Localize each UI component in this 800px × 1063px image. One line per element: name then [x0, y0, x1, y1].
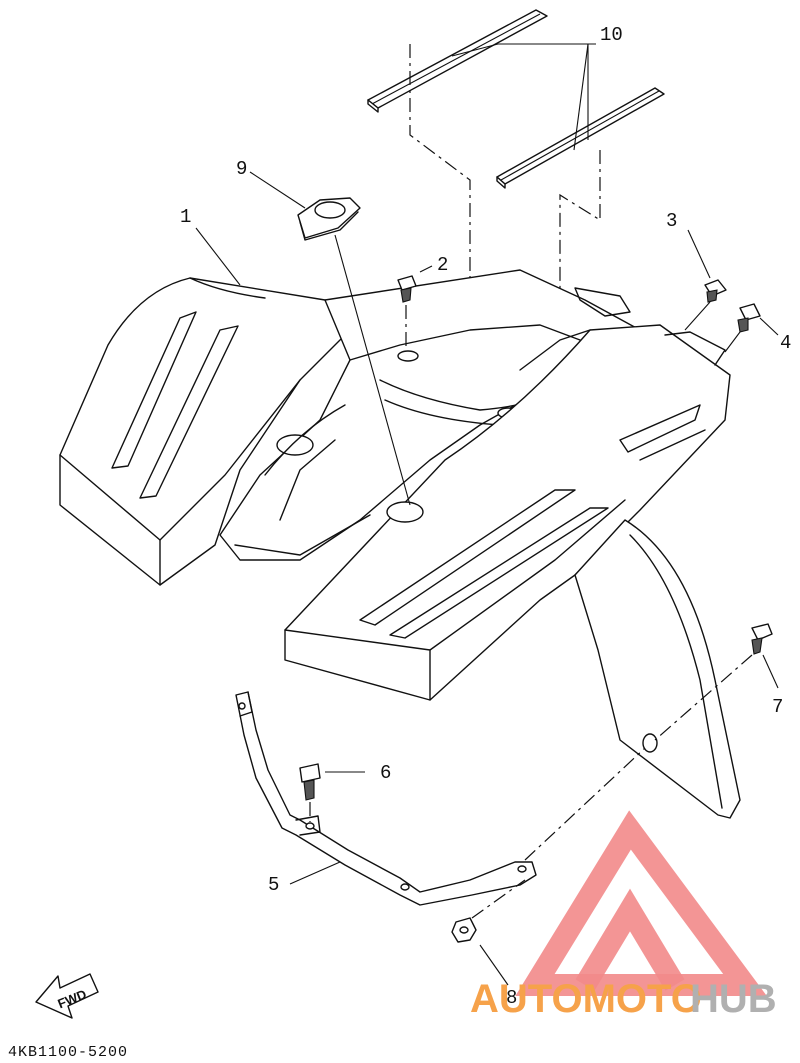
callout-4: 4 — [780, 332, 791, 354]
watermark-text-b: HUB — [690, 977, 777, 1021]
callout-2: 2 — [437, 254, 448, 276]
part-2-screw — [397, 265, 433, 350]
diagram-code: 4KB1100-5200 — [8, 1044, 128, 1061]
callout-5: 5 — [268, 874, 279, 896]
watermark-text-a: AUTOMOTO — [470, 977, 702, 1021]
callout-10: 10 — [600, 24, 623, 46]
part-4-bolt — [724, 303, 779, 353]
callout-9: 9 — [236, 158, 247, 180]
part-3-bolt — [684, 229, 727, 331]
watermark-logo — [515, 810, 767, 996]
callout-10-leaders — [409, 43, 601, 365]
callout-3: 3 — [666, 210, 677, 232]
callout-8: 8 — [506, 987, 517, 1009]
part-1-rear-fender — [59, 269, 741, 819]
part-10-strips — [367, 9, 665, 189]
part-5-bracket — [235, 691, 537, 906]
callout-1: 1 — [180, 206, 191, 228]
callout-6: 6 — [380, 762, 391, 784]
fwd-arrow-icon: FWD — [35, 973, 99, 1019]
callout-9-leader — [249, 171, 306, 209]
part-8-nut — [451, 747, 646, 986]
part-7-clip — [654, 623, 779, 741]
part-9-cap — [297, 197, 411, 506]
callout-1-leader — [195, 227, 241, 286]
part-6-bolt — [299, 763, 365, 822]
callout-7: 7 — [772, 696, 783, 718]
